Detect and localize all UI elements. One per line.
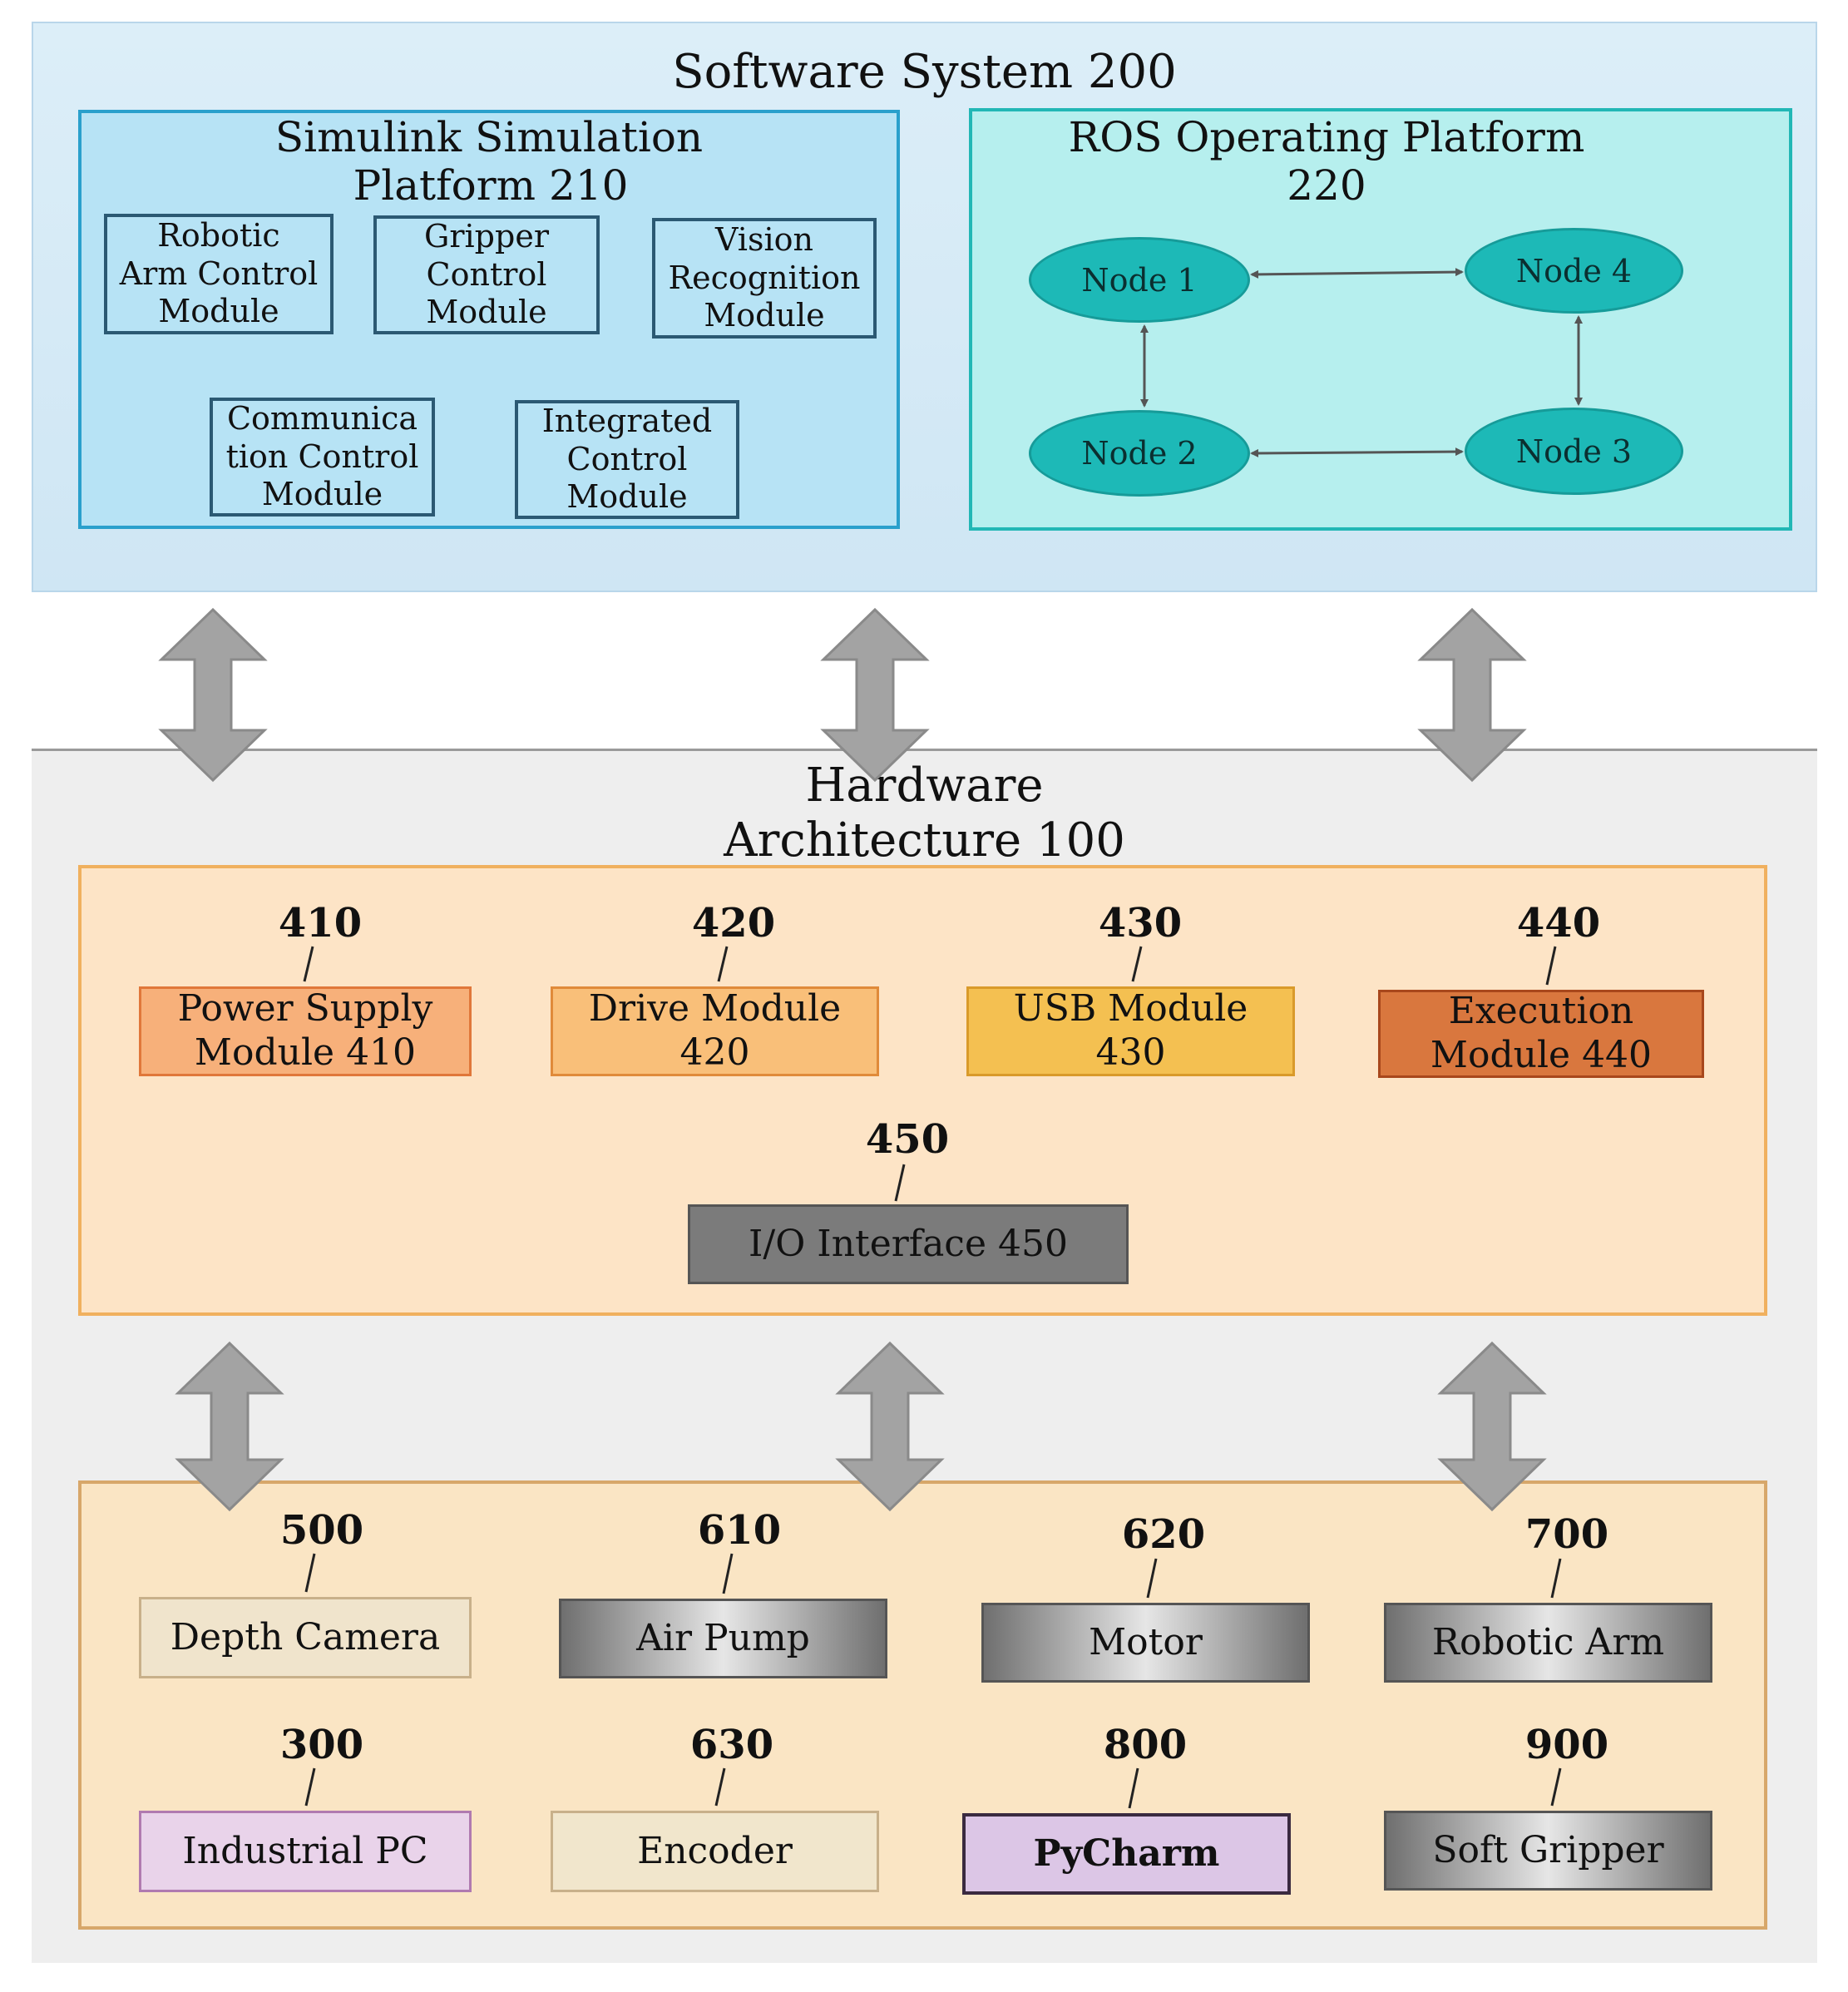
ref-430: 430 [1098, 900, 1183, 947]
simulink-panel [78, 110, 900, 529]
ros-title-line1: ROS Operating Platform [1068, 113, 1585, 162]
ref-300: 300 [279, 1722, 364, 1768]
ref-610: 610 [697, 1507, 782, 1554]
module-line: Module [158, 293, 279, 330]
module-line: Recognition [668, 259, 861, 296]
robotic-arm: Robotic Arm [1384, 1603, 1712, 1683]
software-system-title: Software System 200 [672, 45, 1177, 100]
module-line: Communica [226, 400, 418, 437]
module-line: USB Module [1013, 987, 1248, 1031]
leader-800 [1128, 1767, 1139, 1809]
ref-440: 440 [1516, 900, 1601, 947]
soft-gripper: Soft Gripper [1384, 1811, 1712, 1891]
gripper-control-module: Gripper Control Module [373, 215, 600, 334]
vision-recognition-module: Vision Recognition Module [652, 218, 877, 339]
ros-node-1: Node 1 [1029, 237, 1250, 323]
hardware-title-line1: Hardware [805, 759, 1044, 813]
leader-610 [722, 1553, 734, 1594]
module-line: Module 410 [194, 1031, 417, 1074]
edge-node1-node4 [1250, 268, 1464, 279]
pycharm: PyCharm [962, 1813, 1291, 1895]
module-line: Drive Module [588, 987, 842, 1031]
ref-500: 500 [279, 1507, 364, 1554]
module-line: Module [426, 294, 547, 331]
module-line: Robotic [157, 217, 280, 255]
air-pump: Air Pump [559, 1599, 887, 1678]
execution-module: Execution Module 440 [1378, 990, 1704, 1078]
simulink-title-line2: Platform 210 [353, 161, 629, 210]
drive-module: Drive Module 420 [551, 986, 879, 1076]
ref-450: 450 [865, 1116, 950, 1163]
module-line: Execution [1448, 990, 1634, 1033]
robotic-arm-control-module: Robotic Arm Control Module [104, 214, 334, 334]
ref-420: 420 [691, 900, 776, 947]
ref-700: 700 [1524, 1511, 1609, 1558]
leader-410 [303, 946, 314, 982]
module-line: Arm Control [119, 255, 319, 292]
module-line: Module [704, 297, 825, 334]
module-line: Module [566, 478, 688, 516]
edge-node2-node3 [1250, 447, 1464, 457]
hardware-title-line2: Architecture 100 [724, 813, 1125, 868]
double-arrow-icon [820, 607, 930, 783]
ros-node-3: Node 3 [1465, 408, 1683, 495]
ros-title-line2: 220 [1287, 161, 1366, 210]
ref-900: 900 [1524, 1722, 1609, 1768]
leader-500 [304, 1553, 316, 1593]
communication-control-module: Communica tion Control Module [210, 398, 435, 517]
module-line: Module 440 [1430, 1034, 1653, 1076]
ref-630: 630 [689, 1722, 774, 1768]
leader-450 [894, 1164, 906, 1202]
usb-module: USB Module 430 [966, 986, 1295, 1076]
leader-420 [717, 946, 729, 982]
module-line: Control [566, 440, 688, 477]
simulink-title-line1: Simulink Simulation [274, 113, 704, 162]
module-line: Gripper [424, 218, 549, 255]
leader-620 [1146, 1558, 1158, 1599]
module-line: Vision [715, 221, 813, 259]
integrated-control-module: Integrated Control Module [515, 400, 739, 519]
ref-800: 800 [1103, 1722, 1188, 1768]
depth-camera: Depth Camera [139, 1597, 472, 1678]
module-line: tion Control [225, 437, 419, 475]
double-arrow-icon [1417, 607, 1527, 783]
leader-300 [304, 1767, 316, 1807]
leader-630 [714, 1767, 726, 1807]
ref-620: 620 [1121, 1511, 1206, 1558]
module-line: Module [261, 476, 383, 513]
io-interface: I/O Interface 450 [688, 1204, 1129, 1284]
motor: Motor [981, 1603, 1310, 1683]
leader-700 [1550, 1558, 1562, 1599]
module-line: Power Supply [177, 987, 433, 1031]
module-line: 420 [679, 1031, 750, 1074]
ros-node-2: Node 2 [1029, 410, 1250, 497]
double-arrow-icon [1437, 1341, 1547, 1512]
ros-node-4: Node 4 [1465, 228, 1683, 314]
double-arrow-icon [835, 1341, 945, 1512]
leader-430 [1131, 946, 1143, 982]
module-line: Control [426, 255, 547, 293]
double-arrow-icon [175, 1341, 284, 1512]
double-arrow-icon [158, 607, 268, 783]
power-supply-module: Power Supply Module 410 [139, 986, 472, 1076]
industrial-pc: Industrial PC [139, 1811, 472, 1892]
encoder: Encoder [551, 1811, 879, 1892]
module-line: Integrated [541, 403, 713, 440]
module-line: 430 [1095, 1031, 1166, 1074]
leader-900 [1550, 1767, 1562, 1807]
ref-410: 410 [278, 900, 363, 947]
leader-440 [1545, 946, 1557, 986]
